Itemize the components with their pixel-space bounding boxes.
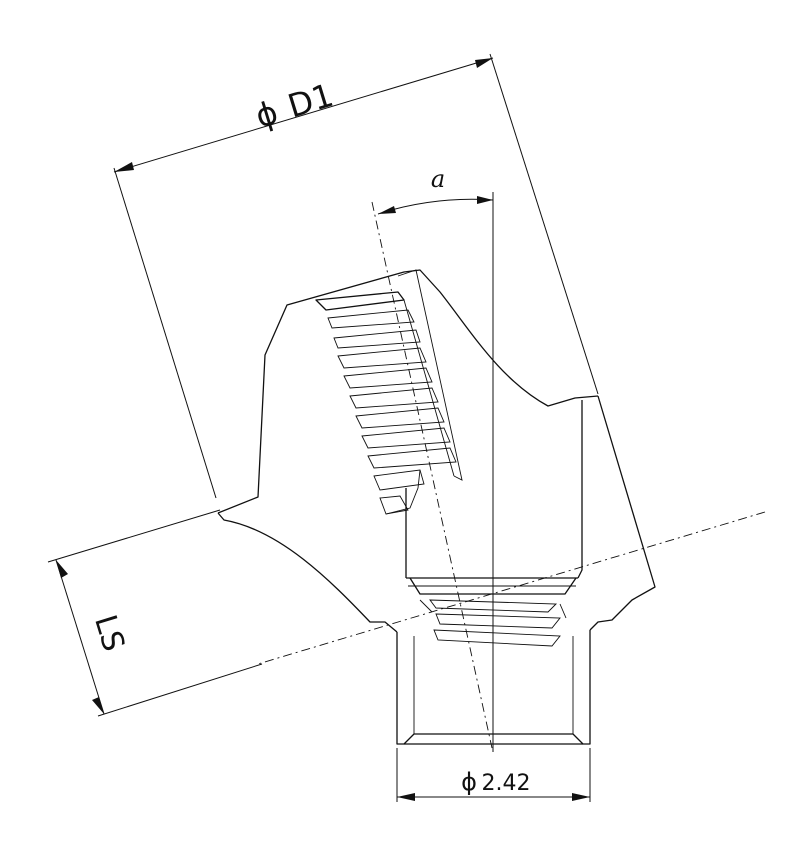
ls-reference-line	[257, 511, 766, 665]
bore-value: 2.42	[482, 771, 531, 796]
bore-symbol: ϕ	[461, 768, 477, 796]
ls-label: LS	[87, 611, 131, 655]
ls-extension-bottom	[97, 663, 263, 717]
angled-axis-line	[371, 201, 493, 749]
d1-arrow-right	[475, 58, 493, 68]
angle-label: a	[431, 165, 445, 193]
ls-dimension-line	[55, 559, 105, 715]
bore-arrow-left	[397, 793, 415, 801]
ls-extension-top	[47, 509, 221, 563]
lower-thread	[419, 599, 567, 647]
d1-dimension: ϕ D1	[113, 53, 599, 499]
ls-arrow-top	[56, 560, 68, 578]
d1-dimension-line	[113, 57, 494, 173]
abutment-body-outline	[217, 269, 656, 745]
center-lines	[257, 192, 766, 752]
d1-arrow-left	[114, 162, 134, 172]
d1-extension-left	[113, 167, 217, 499]
angle-arrow-left	[378, 206, 396, 214]
d1-label: D1	[283, 76, 337, 125]
angle-dimension: a	[377, 165, 494, 215]
bore-dimension: ϕ 2.42	[396, 748, 591, 802]
ls-arrow-bottom	[92, 697, 104, 714]
ls-dimension: LS	[47, 509, 263, 717]
d1-extension-right	[489, 53, 599, 395]
bore-arrow-right	[572, 793, 590, 801]
angled-internal-thread	[315, 269, 463, 515]
angle-arrow-right	[477, 196, 493, 204]
